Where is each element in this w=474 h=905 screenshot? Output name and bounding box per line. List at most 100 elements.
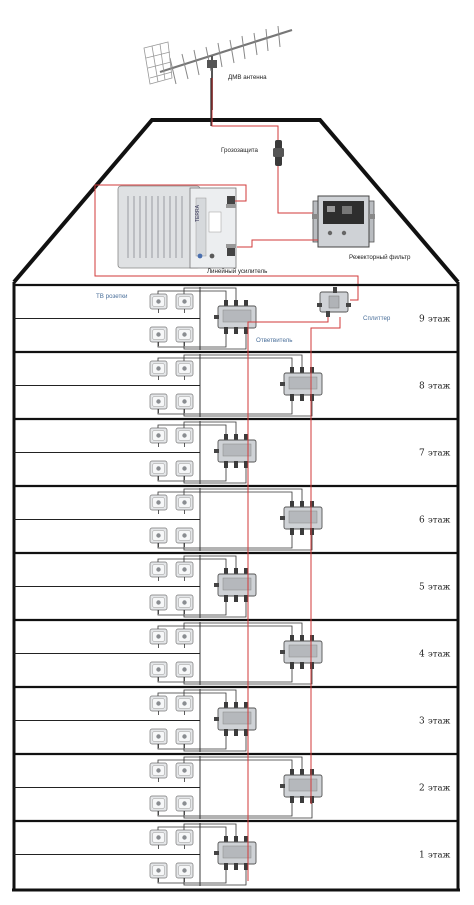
drop-cable bbox=[157, 803, 293, 817]
drop-cable bbox=[157, 602, 227, 616]
amp-brand-label: TERRA bbox=[195, 204, 201, 222]
drop-cable bbox=[157, 736, 227, 750]
tv-socket-icon bbox=[175, 494, 194, 514]
drop-cable bbox=[183, 287, 237, 300]
drop-cable bbox=[183, 736, 247, 752]
drop-cable bbox=[157, 870, 227, 884]
drop-cable bbox=[183, 823, 237, 836]
floor-word: этаж bbox=[428, 784, 451, 794]
notch-filter-icon bbox=[312, 195, 375, 248]
tv-socket-icon bbox=[149, 494, 168, 514]
tv-socket-icon bbox=[175, 628, 194, 648]
floor-word: этаж bbox=[428, 851, 451, 861]
floor-number: 9 bbox=[419, 315, 425, 325]
tap-icon bbox=[214, 702, 257, 736]
tv-socket-icon bbox=[175, 393, 194, 413]
floor-number: 4 bbox=[419, 650, 425, 660]
floor-number: 3 bbox=[419, 717, 425, 727]
tv-socket-icon bbox=[149, 862, 168, 882]
tap-icon bbox=[214, 836, 257, 870]
tv-socket-icon bbox=[149, 661, 168, 681]
antenna-icon bbox=[143, 25, 293, 110]
tv-socket-icon bbox=[149, 393, 168, 413]
tv-socket-icon bbox=[149, 561, 168, 581]
drop-cable bbox=[157, 424, 227, 434]
floor-word: этаж bbox=[428, 315, 451, 325]
tv-socket-icon bbox=[149, 360, 168, 380]
drop-cable bbox=[157, 625, 293, 635]
tap-icon bbox=[280, 769, 323, 803]
tv-socket-icon bbox=[149, 728, 168, 748]
drop-cable bbox=[157, 826, 227, 836]
tv-socket-icon bbox=[175, 594, 194, 614]
tap-icon bbox=[280, 367, 323, 401]
drop-cable bbox=[183, 689, 237, 702]
tv-socket-icon bbox=[175, 728, 194, 748]
tv-socket-icon bbox=[175, 360, 194, 380]
drop-cable bbox=[183, 602, 247, 618]
drop-cable bbox=[183, 555, 237, 568]
floor-number: 1 bbox=[419, 851, 425, 861]
tv-socket-icon bbox=[175, 795, 194, 815]
drop-cable bbox=[157, 759, 293, 769]
drop-cable bbox=[157, 692, 227, 702]
drop-cable bbox=[183, 870, 247, 886]
floor-word: этаж bbox=[428, 717, 451, 727]
floor-number: 7 bbox=[419, 449, 425, 459]
tv-socket-icon bbox=[149, 628, 168, 648]
trunk-riser-right bbox=[310, 317, 341, 804]
tv-socket-icon bbox=[149, 427, 168, 447]
tv-socket-icon bbox=[175, 326, 194, 346]
drop-cable bbox=[157, 491, 293, 501]
roof-outline bbox=[12, 118, 460, 284]
floor-number: 8 bbox=[419, 382, 425, 392]
trunk-riser-left bbox=[247, 317, 329, 881]
tap-icon bbox=[214, 300, 257, 334]
tv-socket-icon bbox=[149, 293, 168, 313]
cable-antenna bbox=[211, 78, 279, 140]
lightning-label: Грозозащита bbox=[221, 147, 259, 154]
drop-cable bbox=[157, 401, 293, 415]
floor-number: 6 bbox=[419, 516, 425, 526]
tv-socket-icon bbox=[149, 795, 168, 815]
tv-socket-icon bbox=[175, 527, 194, 547]
lightning-protector-icon bbox=[273, 140, 284, 166]
drop-cable bbox=[157, 357, 293, 367]
floor-word: этаж bbox=[428, 449, 451, 459]
tv-socket-icon bbox=[175, 661, 194, 681]
amplifier-icon: TERRA bbox=[117, 185, 237, 269]
tap-icon bbox=[280, 501, 323, 535]
cable-amp-out bbox=[94, 184, 359, 301]
cable-lightning-filter bbox=[277, 166, 318, 214]
splitter-label: Сплиттер bbox=[363, 315, 391, 322]
tv-socket-icon bbox=[149, 695, 168, 715]
drop-cable bbox=[157, 334, 227, 348]
drop-cable bbox=[157, 558, 227, 568]
tap-icon bbox=[280, 635, 323, 669]
splitter-icon bbox=[317, 287, 351, 317]
tv-socket-icon bbox=[175, 695, 194, 715]
drop-cable bbox=[183, 756, 303, 769]
antenna-label: ДМВ антенна bbox=[228, 74, 267, 81]
tv-socket-icon bbox=[149, 460, 168, 480]
tv-socket-icon bbox=[149, 594, 168, 614]
drop-cable bbox=[157, 290, 227, 300]
tap-icon bbox=[214, 434, 257, 468]
tv-socket-icon bbox=[175, 862, 194, 882]
tv-socket-icon bbox=[175, 561, 194, 581]
tv-socket-icon bbox=[149, 326, 168, 346]
tap-label: Ответвитель bbox=[256, 337, 293, 344]
tv-socket-icon bbox=[149, 527, 168, 547]
notch-filter-label: Режекторный фильтр bbox=[349, 254, 411, 261]
tv-socket-icon bbox=[175, 293, 194, 313]
drop-cable bbox=[157, 468, 227, 482]
